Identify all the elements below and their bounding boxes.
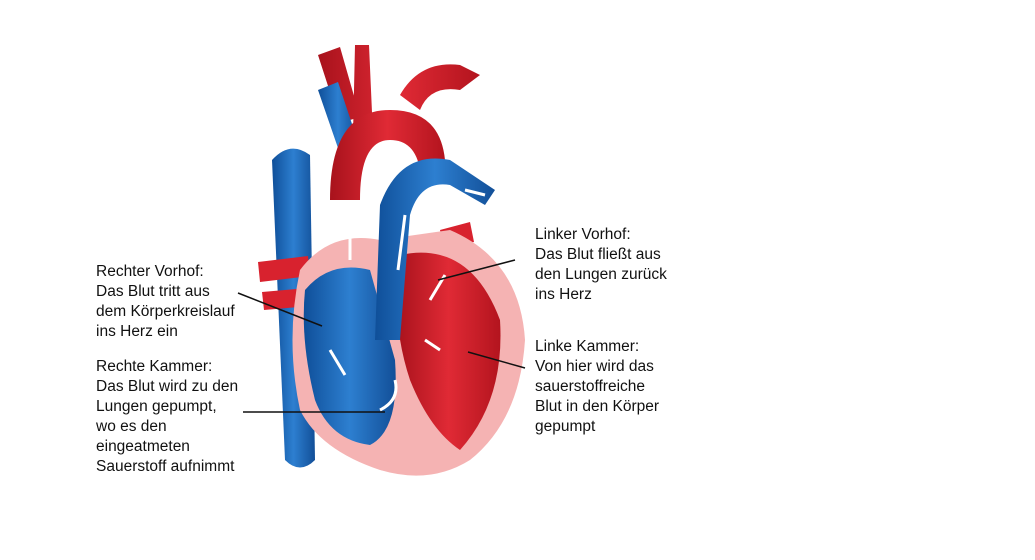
aorta-branches xyxy=(318,45,480,135)
label-line: Sauerstoff aufnimmt xyxy=(96,458,235,475)
label-line: ins Herz ein xyxy=(96,323,178,340)
leader-line-right-atrium xyxy=(237,292,323,327)
label-title: Linker Vorhof: xyxy=(535,226,631,243)
label-title: Rechte Kammer: xyxy=(96,358,213,375)
pulmonary-artery xyxy=(375,158,495,340)
label-line: dem Körperkreislauf xyxy=(96,303,235,320)
label-line: sauerstoffreiche xyxy=(535,378,645,395)
label-line: Das Blut fließt aus xyxy=(535,246,661,263)
label-line: wo es den xyxy=(96,418,167,435)
label-line: ins Herz xyxy=(535,286,592,303)
leader-line-left-ventricle xyxy=(467,351,526,369)
label-title: Linke Kammer: xyxy=(535,338,640,355)
label-line: Blut in den Körper xyxy=(535,398,660,415)
aortic-arch xyxy=(330,110,445,200)
left-chambers xyxy=(396,252,501,450)
label-line: Von hier wird das xyxy=(535,358,654,375)
label-line: Das Blut tritt aus xyxy=(96,283,210,300)
label-left-atrium: Linker Vorhof: Das Blut fließt aus den L… xyxy=(535,225,667,305)
label-line: gepumpt xyxy=(535,418,596,435)
label-left-ventricle: Linke Kammer: Von hier wird das sauersto… xyxy=(535,337,659,437)
label-line: den Lungen zurück xyxy=(535,266,667,283)
leader-line-left-atrium xyxy=(437,259,516,281)
label-line: eingeatmeten xyxy=(96,438,190,455)
label-line: Lungen gepumpt, xyxy=(96,398,217,415)
label-right-ventricle: Rechte Kammer: Das Blut wird zu den Lung… xyxy=(96,357,238,477)
right-chambers xyxy=(303,267,396,445)
label-right-atrium: Rechter Vorhof: Das Blut tritt aus dem K… xyxy=(96,262,235,342)
label-line: Das Blut wird zu den xyxy=(96,378,239,395)
label-title: Rechter Vorhof: xyxy=(96,263,204,280)
flow-arrows xyxy=(328,188,486,412)
